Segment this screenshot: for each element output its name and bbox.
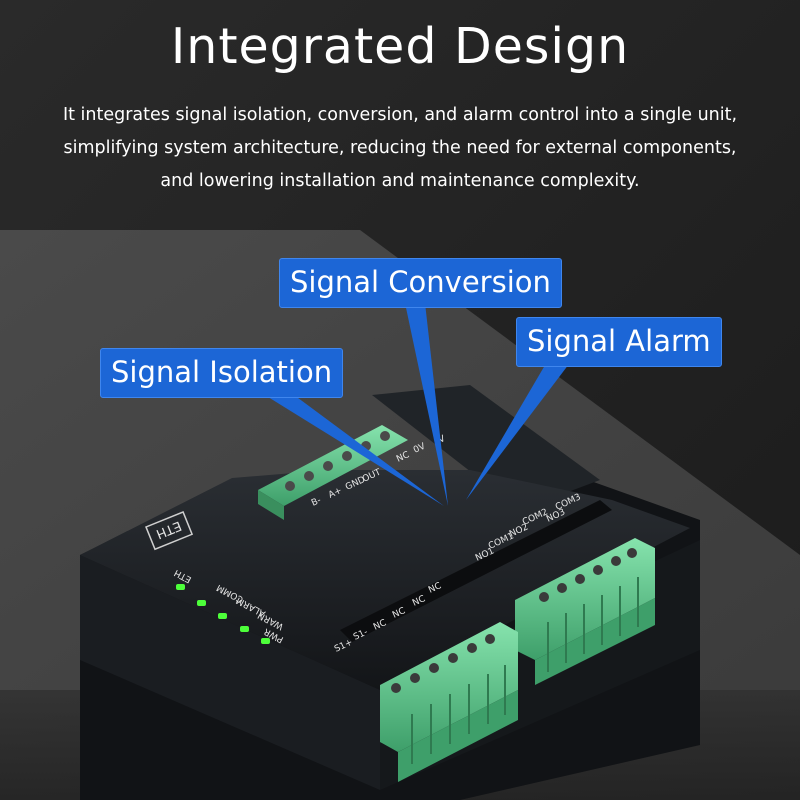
isolation-pointer [260,392,444,506]
conversion-pointer [405,303,448,506]
top-terminal-block [258,425,408,520]
right-terminal-block [515,538,655,685]
page-title: Integrated Design [170,18,630,75]
bottom-terminal-block [380,622,518,782]
callout-signal-isolation: Signal Isolation [100,348,344,398]
svg-text:NC: NC [427,581,443,596]
svg-text:0V: 0V [412,441,428,455]
description-line: It integrates signal isolation, conversi… [62,105,738,125]
led-comm [197,600,206,606]
svg-text:NC: NC [391,606,407,621]
callout-signal-conversion: Signal Conversion [279,258,562,308]
led-pwr [261,638,270,644]
description-line: and lowering installation and maintenanc… [160,171,640,191]
svg-text:NC: NC [395,450,411,465]
description-line: simplifying system architecture, reducin… [63,138,737,158]
callout-signal-alarm: Signal Alarm [516,317,722,367]
svg-text:V: V [437,434,448,446]
svg-text:NC: NC [372,618,388,633]
svg-text:B-: B- [310,496,323,509]
callout-pointers [260,303,572,506]
svg-text:NC: NC [411,594,427,609]
led-alarm [218,613,227,619]
led-warn [240,626,249,632]
device-top-face [80,470,690,690]
alarm-pointer [466,360,572,500]
description: It integrates signal isolation, conversi… [40,99,760,198]
led-eth [176,584,185,590]
